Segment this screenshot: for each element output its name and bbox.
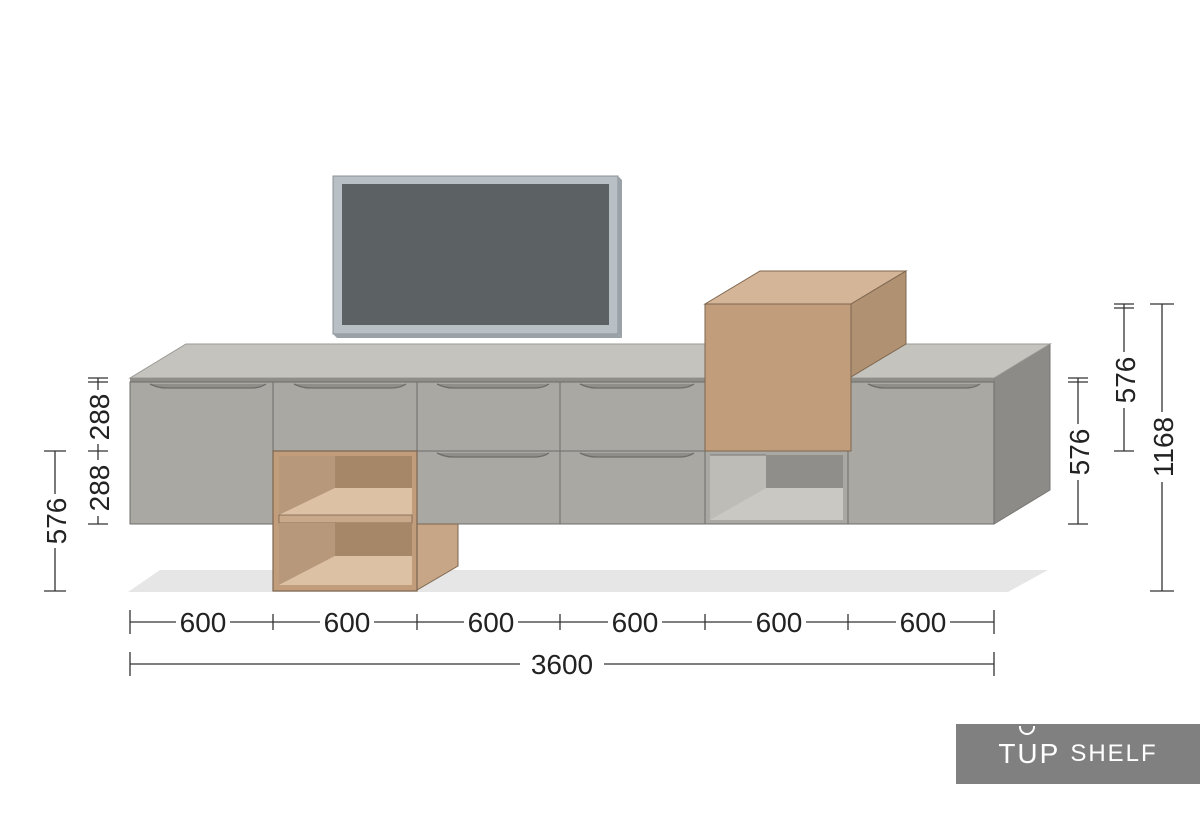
module-1-door bbox=[129, 381, 274, 525]
left-bottom-height-label: 288 bbox=[84, 465, 115, 512]
left-split-dimension: 288 288 bbox=[82, 377, 116, 525]
brand-word-1-text: TUP bbox=[998, 738, 1061, 769]
module-6-door bbox=[846, 343, 1052, 525]
module-2-drawer bbox=[272, 381, 418, 452]
right-lower-height-dimension: 576 bbox=[1062, 377, 1096, 525]
brand-word-1: TUP bbox=[998, 726, 1061, 770]
right-upper-height-label: 576 bbox=[1110, 357, 1141, 404]
floor-shadow bbox=[128, 570, 1048, 592]
width-dimensions: 600 600 600 600 600 600 bbox=[129, 606, 995, 638]
module-3-drawers bbox=[416, 381, 561, 525]
tv bbox=[332, 175, 622, 338]
brand-logo: TUP SHELF bbox=[956, 724, 1200, 784]
wood-box-upper bbox=[703, 270, 908, 452]
module-4-drawers bbox=[559, 381, 706, 525]
width-label-2: 600 bbox=[324, 607, 371, 638]
width-label-1: 600 bbox=[180, 607, 227, 638]
brand-word-2: SHELF bbox=[1070, 740, 1158, 767]
sideboard-edge bbox=[130, 378, 994, 382]
right-lower-height-label: 576 bbox=[1064, 429, 1095, 476]
width-label-6: 600 bbox=[900, 607, 947, 638]
total-width-label: 3600 bbox=[531, 649, 593, 680]
tv-screen bbox=[342, 184, 609, 325]
right-total-height-dimension: 1168 bbox=[1146, 303, 1180, 592]
left-top-height-label: 288 bbox=[84, 394, 115, 441]
right-upper-height-dimension: 576 bbox=[1108, 303, 1142, 452]
left-height-label: 576 bbox=[41, 498, 72, 545]
width-label-5: 600 bbox=[756, 607, 803, 638]
width-label-4: 600 bbox=[612, 607, 659, 638]
module-5-open-niche bbox=[704, 450, 849, 525]
width-label-3: 600 bbox=[468, 607, 515, 638]
wood-shelf-lower bbox=[272, 450, 459, 592]
total-width-dimension: 3600 bbox=[129, 648, 995, 680]
left-height-dimension: 576 bbox=[38, 450, 72, 592]
smile-icon bbox=[1019, 726, 1036, 735]
right-total-height-label: 1168 bbox=[1148, 417, 1179, 477]
